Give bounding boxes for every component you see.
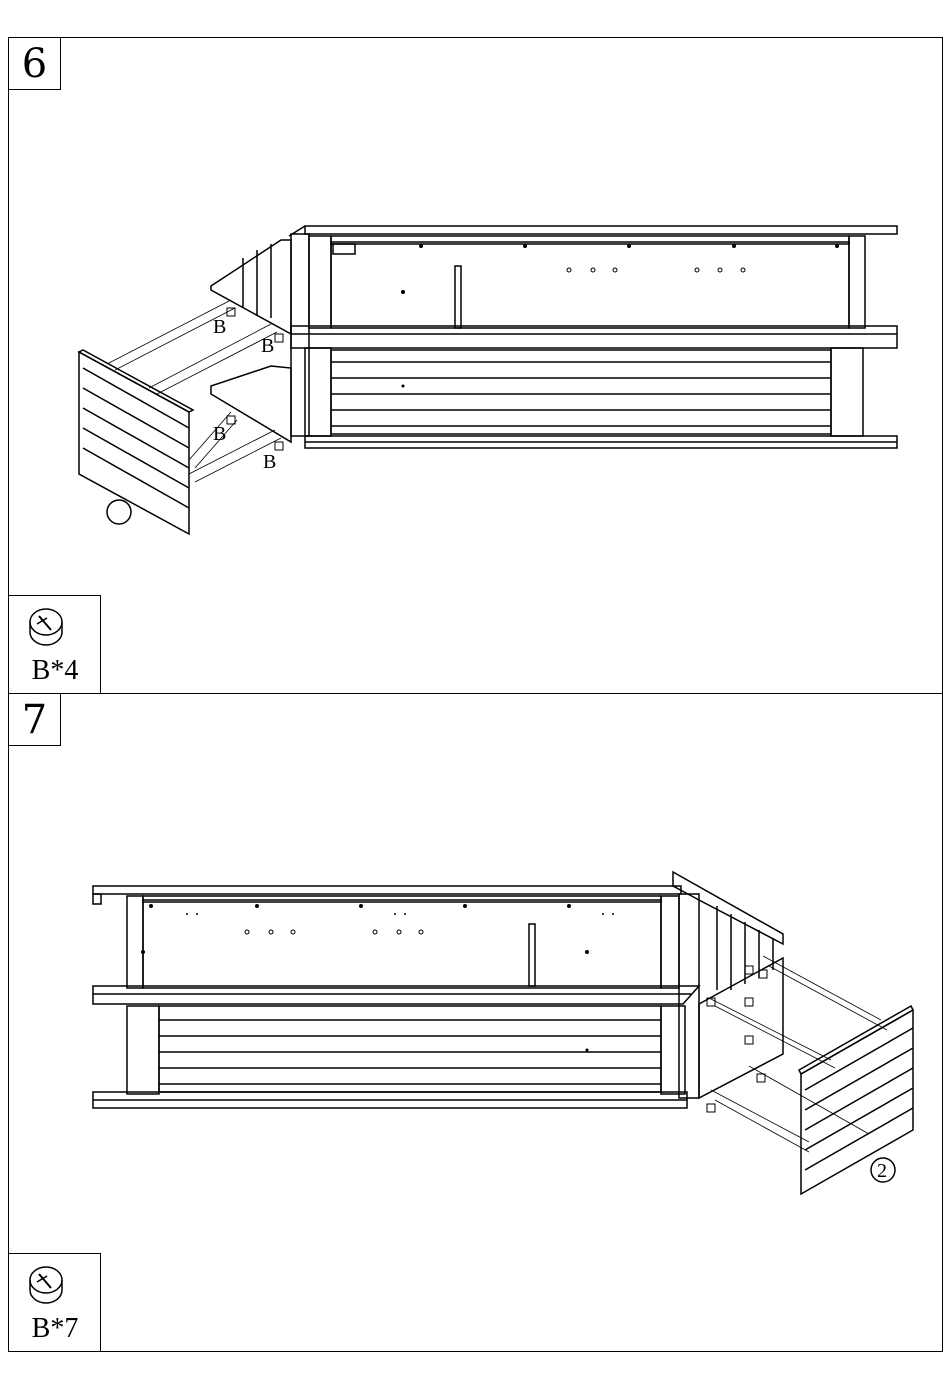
hardware-label-b: B — [213, 316, 226, 338]
step-7-hardware-count: B*7 — [9, 1313, 101, 1345]
step-7-diagram: 2 — [9, 694, 944, 1352]
hardware-label-b: B — [213, 423, 226, 445]
cam-lock-icon — [23, 604, 69, 650]
cabinet-shelf — [291, 326, 897, 348]
step-6-hardware-count: B*4 — [9, 655, 101, 687]
cam-lock-icon — [23, 1262, 69, 1308]
hardware-label-b: B — [263, 451, 276, 473]
cabinet-top-edge — [93, 886, 681, 894]
step-6-panel: 6 — [8, 37, 943, 694]
step-6-hardware-box: B*4 — [9, 595, 101, 693]
step-7-hardware-box: B*7 — [9, 1253, 101, 1351]
part-label: 2 — [877, 1160, 887, 1182]
cabinet-top-edge — [305, 226, 897, 234]
part-label-circle — [107, 500, 131, 524]
step-6-diagram: B B B B — [9, 38, 944, 695]
step-7-panel: 7 — [8, 694, 943, 1352]
side-inner-plate — [699, 958, 783, 1098]
hardware-label-b: B — [261, 335, 274, 357]
door-panel — [79, 352, 189, 534]
